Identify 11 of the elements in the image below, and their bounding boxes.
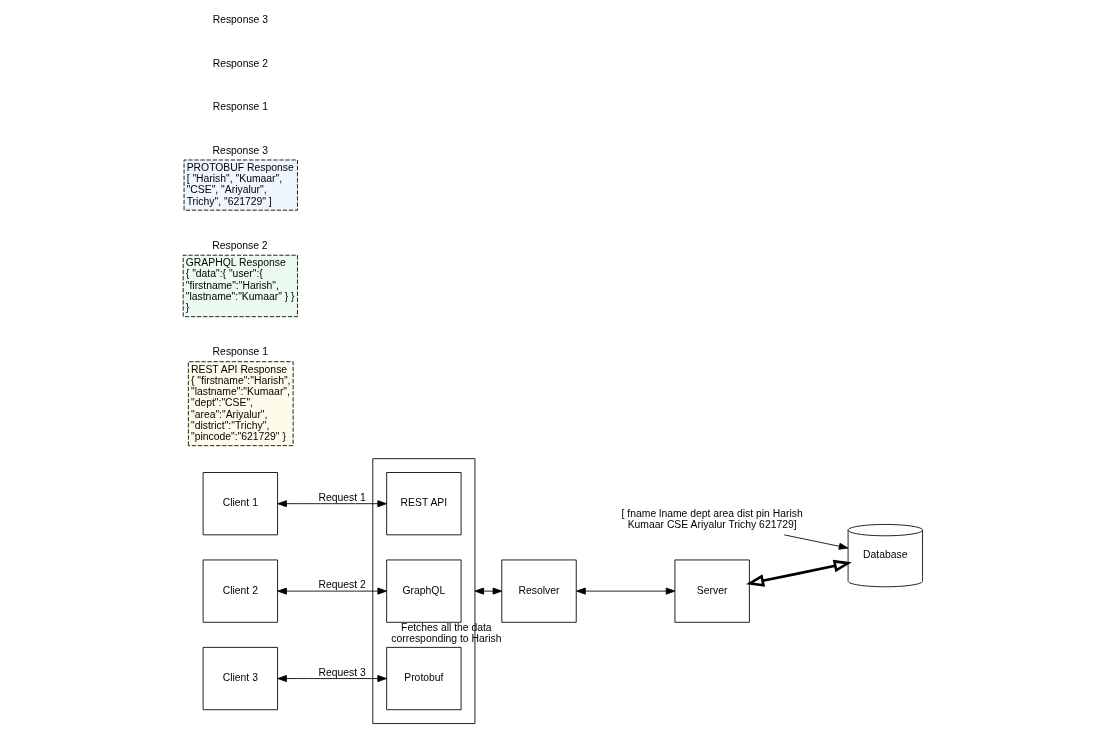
- node-label: Response 3: [212, 144, 268, 156]
- label: Response 3: [212, 14, 268, 26]
- edge-label: Request 1: [317, 491, 366, 503]
- edge-label: Request 3: [317, 666, 366, 678]
- node-label: Response 2: [211, 239, 268, 251]
- edge-label: Request 2: [317, 579, 366, 591]
- node-text: [ fname lname dept area dist pin Harish Kumaar CSE Ariyalur Trichy 621729]: [621, 508, 803, 531]
- node-label: Fetches all the data corresponding to Harish: [390, 621, 501, 644]
- label: Response 1: [212, 100, 268, 112]
- node-label: Response 1: [212, 346, 268, 358]
- label: Response 2: [212, 57, 268, 69]
